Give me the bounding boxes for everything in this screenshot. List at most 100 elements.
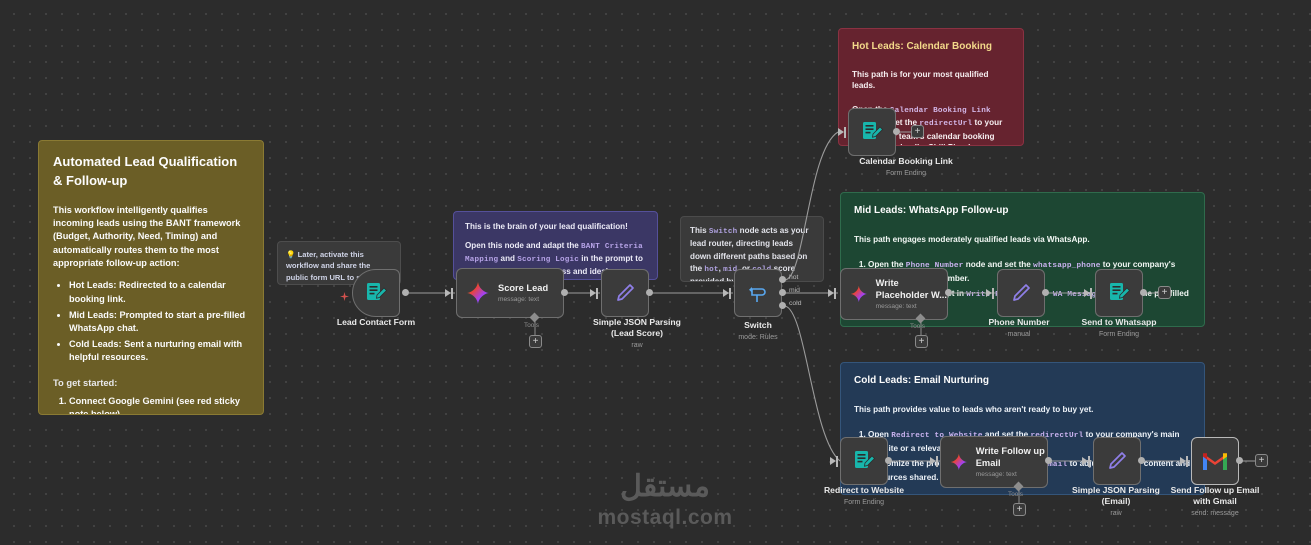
node-simple-json-parsing-email[interactable] [1093, 437, 1141, 485]
output-port[interactable] [1138, 457, 1145, 464]
hot-note-title: Hot Leads: Calendar Booking [852, 41, 993, 52]
overview-intro: This workflow intelligently qualifies in… [53, 204, 241, 269]
node-write-follow-up-email[interactable]: Write Follow up Email message: text [940, 436, 1048, 488]
input-arrow [590, 289, 596, 297]
input-arrow-bar [1088, 456, 1090, 467]
add-tool-button[interactable]: + [529, 335, 542, 348]
hot-note-line1: This path is for your most qualified lea… [852, 69, 989, 91]
tools-label: Tools [910, 323, 925, 330]
output-port[interactable] [402, 289, 409, 296]
form-icon [1110, 283, 1131, 300]
input-arrow [930, 457, 936, 465]
input-arrow [723, 289, 729, 297]
node-calendar-booking-link[interactable] [848, 108, 896, 156]
input-arrow-bar [451, 288, 453, 299]
input-arrow-bar [729, 288, 731, 299]
output-port[interactable] [885, 457, 892, 464]
label-calendar-booking-link: Calendar Booking Link Form Ending [859, 156, 953, 178]
input-arrow [1082, 457, 1088, 465]
output-port[interactable] [1140, 289, 1147, 296]
output-port[interactable] [1236, 457, 1243, 464]
label-switch: Switch mode: Rules [738, 320, 778, 342]
input-arrow-bar [936, 456, 938, 467]
node-redirect-to-website[interactable] [840, 437, 888, 485]
cold-note-title: Cold Leads: Email Nurturing [854, 375, 990, 386]
input-arrow [830, 457, 836, 465]
input-arrow-bar [1090, 288, 1092, 299]
output-port[interactable] [1045, 457, 1052, 464]
list-item: Open Redirect to Website and set the red… [868, 429, 1191, 454]
output-port[interactable] [646, 289, 653, 296]
output-port-hot[interactable] [779, 276, 786, 283]
code-pen-icon [1013, 284, 1030, 301]
output-port[interactable] [945, 289, 952, 296]
node-title: Write Placeholder W... [875, 277, 947, 300]
watermark: مستقل mostaql.com [575, 470, 755, 532]
pin-marker-icon [340, 288, 349, 301]
add-node-button[interactable]: + [1158, 286, 1171, 299]
label-simple-json-parsing-lead: Simple JSON Parsing (Lead Score) raw [593, 317, 681, 350]
port-label-hot: hot [789, 274, 799, 281]
list-item: Connect Google Gemini (see red sticky no… [69, 395, 249, 414]
input-arrow-bar [1186, 456, 1188, 467]
input-arrow-bar [836, 456, 838, 467]
port-label-cold: cold [789, 300, 802, 307]
output-port[interactable] [893, 128, 900, 135]
gmail-icon [1203, 453, 1227, 470]
cold-note-line1: This path provides value to leads who ar… [854, 404, 1094, 414]
gemini-icon [950, 453, 967, 471]
node-switch[interactable] [734, 269, 782, 317]
node-send-follow-up-gmail[interactable] [1191, 437, 1239, 485]
tools-label: Tools [1008, 491, 1023, 498]
input-arrow [828, 289, 834, 297]
node-lead-contact-form[interactable] [352, 269, 400, 317]
output-port[interactable] [1042, 289, 1049, 296]
output-port-mid[interactable] [779, 289, 786, 296]
node-send-to-whatsapp[interactable] [1095, 269, 1143, 317]
input-arrow-bar [992, 288, 994, 299]
node-title: Score Lead [498, 282, 549, 293]
watermark-arabic: مستقل [620, 470, 710, 503]
score-note-line1: This is the brain of your lead qualifica… [465, 222, 628, 231]
overview-subheading: To get started: [53, 377, 118, 389]
node-phone-number[interactable] [997, 269, 1045, 317]
node-subtitle: message: text [975, 471, 1017, 479]
input-arrow-bar [844, 127, 846, 138]
mid-note-line1: This path engages moderately qualified l… [854, 234, 1090, 244]
output-port[interactable] [561, 289, 568, 296]
node-write-placeholder-wa[interactable]: Write Placeholder W... message: text [840, 268, 948, 320]
code-pen-icon [617, 284, 634, 301]
overview-title: Automated Lead Qualification & Follow-up [53, 154, 238, 188]
sticky-note-overview[interactable]: Automated Lead Qualification & Follow-up… [38, 140, 264, 415]
input-arrow-bar [596, 288, 598, 299]
tools-label: Tools [524, 322, 539, 329]
input-arrow [838, 128, 844, 136]
list-item: Hot Leads: Redirected to a calendar book… [69, 279, 249, 306]
node-simple-json-parsing-lead[interactable] [601, 269, 649, 317]
gemini-icon [850, 285, 867, 303]
form-icon [367, 283, 388, 300]
add-node-button[interactable]: + [911, 125, 924, 138]
form-icon [855, 451, 876, 468]
mid-note-title: Mid Leads: WhatsApp Follow-up [854, 205, 1009, 216]
list-item: Mid Leads: Prompted to start a pre-fille… [69, 309, 249, 336]
switch-icon [749, 287, 766, 302]
output-port-cold[interactable] [779, 302, 786, 309]
form-icon [863, 122, 884, 139]
overview-bullets: Hot Leads: Redirected to a calendar book… [69, 279, 249, 364]
add-tool-button[interactable]: + [1013, 503, 1026, 516]
node-subtitle: message: text [875, 303, 917, 311]
overview-steps: Connect Google Gemini (see red sticky no… [69, 395, 249, 414]
label-lead-contact-form: Lead Contact Form [336, 317, 416, 327]
input-arrow-bar [834, 288, 836, 299]
input-arrow [1084, 289, 1090, 297]
input-arrow [1180, 457, 1186, 465]
add-tool-button[interactable]: + [915, 335, 928, 348]
add-node-button[interactable]: + [1255, 454, 1268, 467]
node-score-lead[interactable]: Score Lead message: text [456, 268, 564, 318]
input-arrow [986, 289, 992, 297]
port-label-mid: mid [789, 287, 800, 294]
node-subtitle: message: text [498, 296, 540, 304]
node-title: Write Follow up Email [975, 445, 1045, 468]
